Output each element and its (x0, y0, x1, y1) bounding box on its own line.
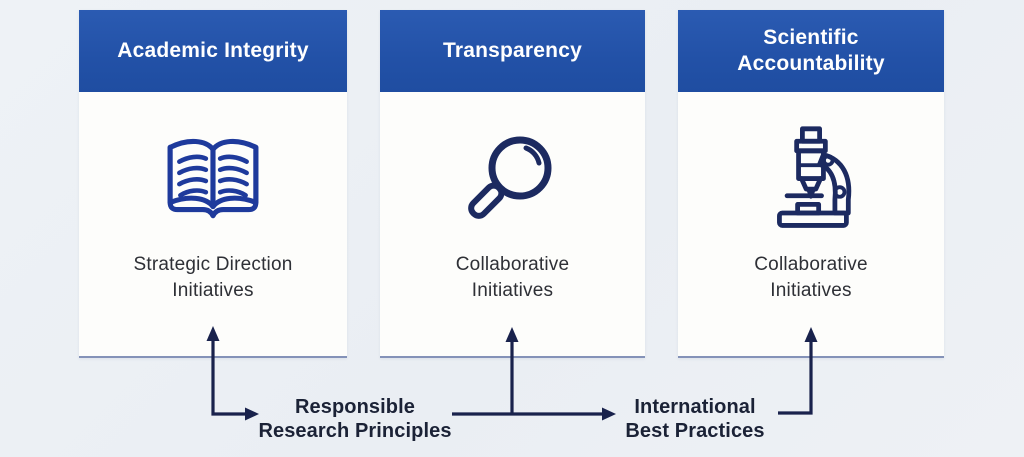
card-header: Scientific Accountability (678, 10, 944, 92)
flow-label-responsible-research-principles: Responsible Research Principles (258, 396, 452, 443)
card-transparency: Transparency Collaborative Initiatives (380, 10, 645, 358)
card-caption: Strategic Direction Initiatives (133, 254, 293, 301)
card-body: Collaborative Initiatives (678, 92, 944, 358)
magnifying-glass-icon (463, 126, 563, 234)
card-header: Academic Integrity (79, 10, 347, 92)
card-caption: Collaborative Initiatives (754, 254, 868, 301)
card-title: Academic Integrity (117, 38, 309, 62)
card-academic-integrity: Academic Integrity Strategic Di (79, 10, 347, 358)
open-book-icon (162, 126, 264, 234)
card-body: Collaborative Initiatives (380, 92, 645, 358)
card-caption: Collaborative Initiatives (455, 254, 570, 301)
card-body: Strategic Direction Initiatives (79, 92, 347, 358)
flow-label-international-best-practices: International Best Practices (625, 396, 765, 443)
card-header: Transparency (380, 10, 645, 92)
card-title: Transparency (443, 38, 582, 62)
microscope-icon (763, 126, 859, 234)
card-scientific-accountability: Scientific Accountability (678, 10, 944, 358)
card-title: Scientific Accountability (737, 25, 885, 75)
